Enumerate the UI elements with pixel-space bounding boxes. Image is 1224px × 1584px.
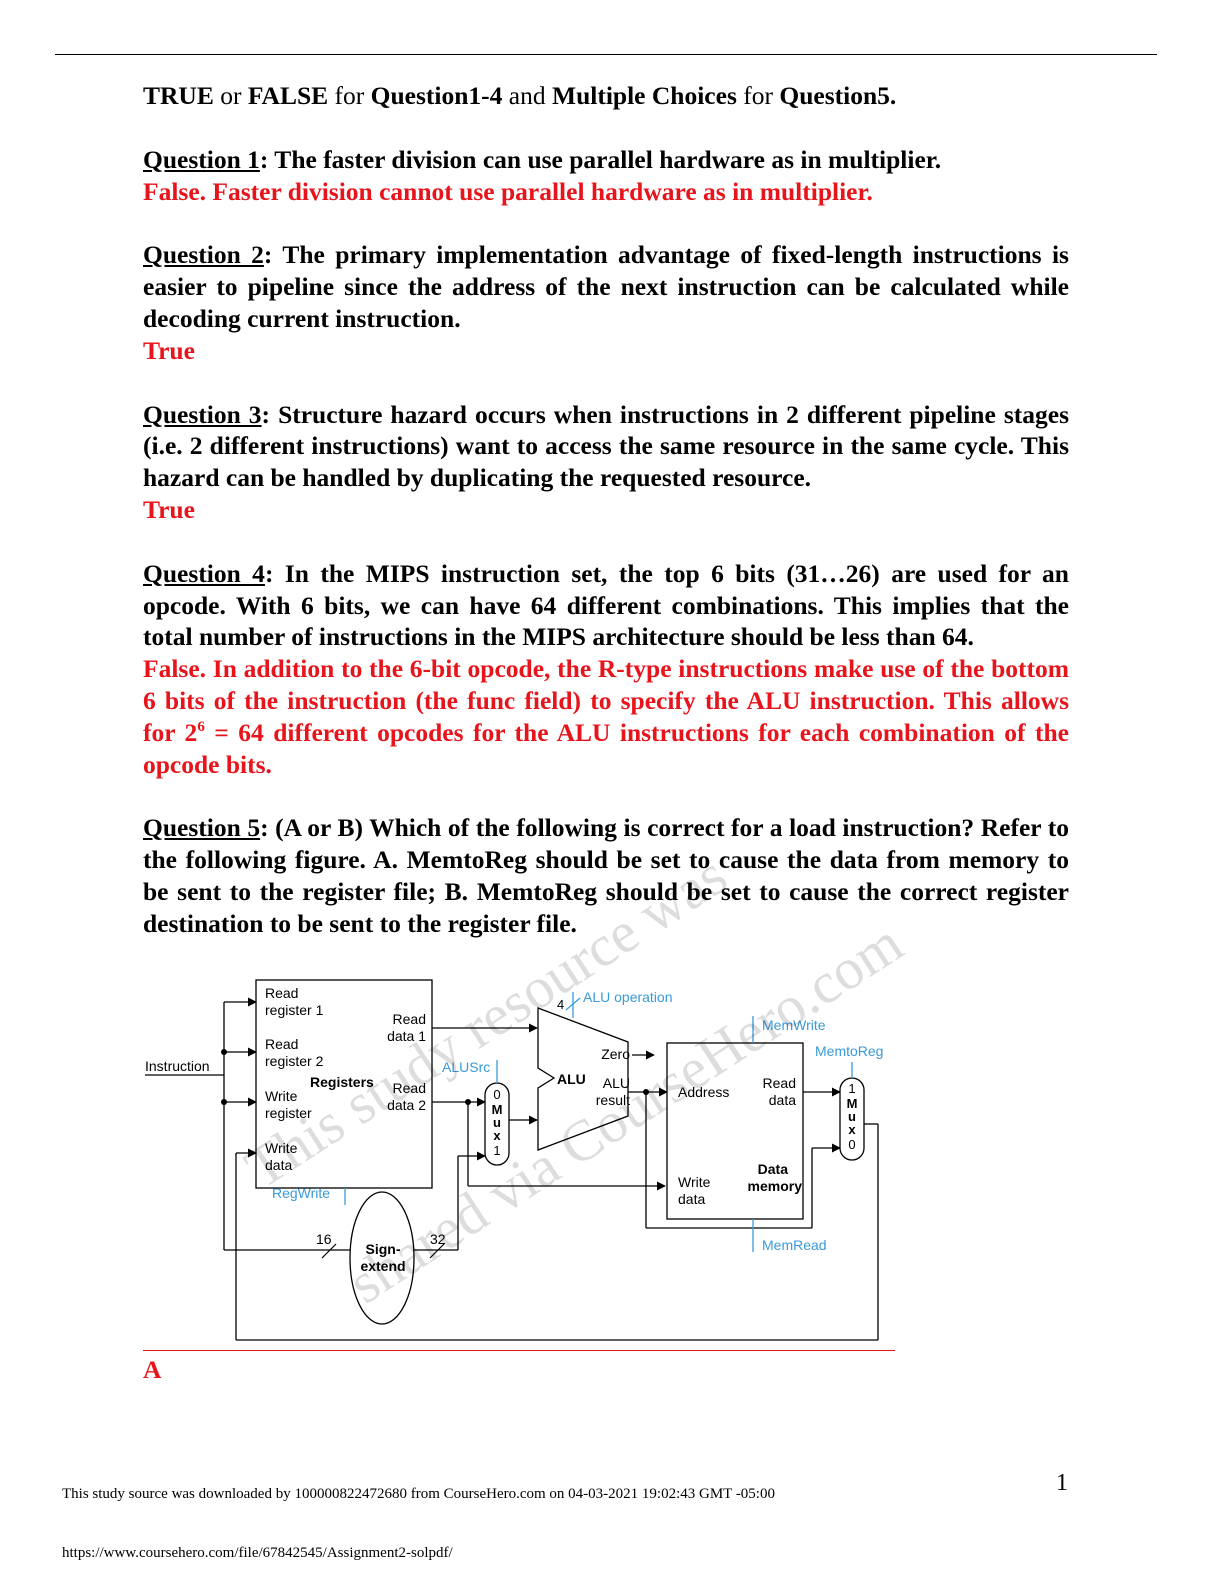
question-range: Question1-4	[370, 81, 503, 110]
answer-5: A	[143, 1355, 162, 1384]
question-5-label: Question 5	[143, 813, 261, 843]
false-word: FALSE	[247, 81, 329, 110]
memwrite-label: MemWrite	[762, 1017, 826, 1033]
regwrite-label: RegWrite	[272, 1185, 330, 1201]
figure-rule	[143, 1350, 895, 1351]
footer-source: This study source was downloaded by 1000…	[62, 1486, 775, 1502]
register-file	[255, 979, 433, 1189]
answer-4: False. In addition to the 6-bit opcode, …	[143, 653, 1069, 780]
page-number: 1	[1056, 1470, 1068, 1496]
question-5-text: : (A or B) Which of the following is cor…	[143, 813, 1069, 938]
intro-and: and	[502, 81, 552, 110]
instructions-line: TRUE or FALSE for Question1-4 and Multip…	[143, 80, 1069, 112]
intro-or: or	[213, 81, 248, 110]
alusrc-label: ALUSrc	[442, 1059, 490, 1075]
alu-unit	[537, 1007, 629, 1151]
answer-3: True	[143, 494, 195, 524]
bits-in-label: 16	[316, 1231, 332, 1247]
answer-2: True	[143, 335, 195, 365]
question-4-text: : In the MIPS instruction set, the top 6…	[143, 558, 1069, 652]
answer-1: False. Faster division cannot use parall…	[143, 176, 873, 206]
intro-for-1: for	[328, 81, 371, 110]
multiple-choices: Multiple Choices	[552, 81, 737, 110]
question-3: Question 3: Structure hazard occurs when…	[143, 399, 1069, 494]
intro-for-2: for	[736, 81, 780, 110]
alu-operation-label: ALU operation	[583, 989, 673, 1005]
true-word: TRUE	[143, 81, 214, 110]
memtoreg-label: MemtoReg	[815, 1043, 883, 1059]
question-2-label: Question 2	[143, 240, 264, 270]
footer-url: https://www.coursehero.com/file/67842545…	[62, 1545, 453, 1561]
question-5: Question 5: (A or B) Which of the follow…	[143, 812, 1069, 939]
alu-label: ALU	[557, 1071, 586, 1087]
sign-extend-unit	[349, 1191, 415, 1325]
question-5-ref: Question5.	[779, 81, 897, 110]
document-body: TRUE or FALSE for Question1-4 and Multip…	[143, 80, 1069, 940]
question-1-text: : The faster division can use parallel h…	[259, 144, 942, 174]
top-rule	[55, 54, 1157, 55]
bits-out-label: 32	[430, 1231, 446, 1247]
question-2-text: : The primary implementation advantage o…	[143, 240, 1069, 333]
answer-4-part-a: False. In addition to the 6-bit opcode, …	[143, 654, 1069, 747]
question-4: Question 4: In the MIPS instruction set,…	[143, 558, 1069, 653]
registers-title: Registers	[310, 1074, 374, 1090]
data-memory	[666, 1042, 804, 1220]
question-3-label: Question 3	[143, 399, 262, 429]
question-1-label: Question 1	[143, 144, 260, 174]
address-label: Address	[678, 1084, 729, 1100]
alu-op-bits: 4	[557, 997, 564, 1012]
question-4-label: Question 4	[143, 558, 265, 588]
question-3-text: : Structure hazard occurs when instructi…	[143, 399, 1069, 493]
question-1: Question 1: The faster division can use …	[143, 144, 1069, 176]
memread-label: MemRead	[762, 1237, 827, 1253]
answer-4-exponent: 6	[197, 718, 205, 735]
question-2: Question 2: The primary implementation a…	[143, 239, 1069, 334]
zero-label: Zero	[601, 1046, 630, 1062]
answer-4-part-b: = 64 different opcodes for the ALU instr…	[143, 717, 1069, 779]
instruction-label: Instruction	[145, 1058, 210, 1074]
sign-extend-label: Sign-extend	[360, 1241, 405, 1274]
